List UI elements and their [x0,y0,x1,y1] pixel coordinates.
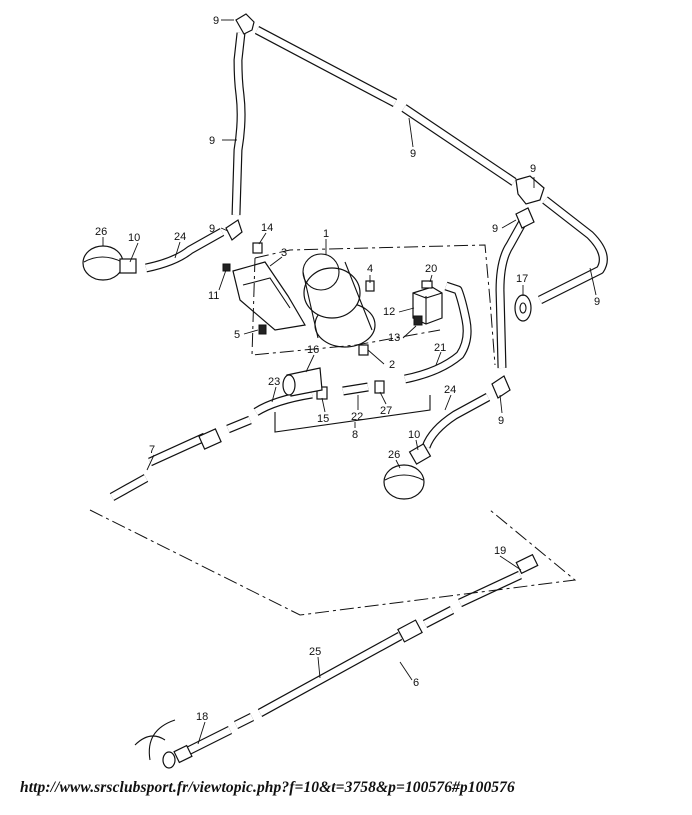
callout-9-left: 9 [209,135,215,147]
callout-10-right: 10 [408,429,420,441]
reservoir-left [82,245,137,281]
callout-2: 2 [389,359,395,371]
callout-26-left: 26 [95,226,107,238]
callout-19: 19 [494,545,506,557]
callout-14: 14 [261,222,273,234]
callout-27: 27 [380,405,392,417]
callout-10-left: 10 [128,232,140,244]
valve-block [412,280,443,326]
reservoir-right [383,443,432,500]
hose-network [109,26,608,757]
callout-3: 3 [281,247,287,259]
callout-18: 18 [196,711,208,723]
callout-7: 7 [149,444,155,456]
callout-17: 17 [516,273,528,285]
callout-16: 16 [307,344,319,356]
callout-24-right: 24 [444,384,456,396]
bracket-and-tank [222,242,376,356]
callout-4: 4 [367,263,373,275]
callout-8: 8 [352,429,358,441]
source-url-caption: http://www.srsclubsport.fr/viewtopic.php… [20,779,515,796]
callout-25: 25 [309,646,321,658]
callout-12: 12 [383,306,395,318]
callout-20: 20 [425,263,437,275]
callout-1: 1 [323,228,329,240]
callout-9-right: 9 [492,223,498,235]
callout-23: 23 [268,376,280,388]
pump-18 [134,719,176,769]
callout-11: 11 [208,290,219,302]
callout-9-mid: 9 [410,148,416,160]
callout-9-elbow: 9 [209,223,215,235]
callout-9-top: 9 [213,15,219,27]
callout-5: 5 [234,329,240,341]
callout-6: 6 [413,677,419,689]
cap-16 [282,367,323,397]
callout-9-bottom: 9 [498,415,504,427]
grommet-17 [514,294,532,322]
callout-21: 21 [434,342,446,354]
callout-13: 13 [388,332,400,344]
callout-15: 15 [317,413,329,425]
callout-9-tee: 9 [530,163,536,175]
callout-labels: 9 9 9 9 9 9 9 9 26 10 24 14 3 1 4 11 5 2… [95,15,600,723]
callout-24-left: 24 [174,231,186,243]
fittings [173,13,545,764]
callout-26-right: 26 [388,449,400,461]
group-outlines [89,244,577,616]
callout-22: 22 [351,411,363,423]
leader-lines [102,19,597,745]
callout-9-loop: 9 [594,296,600,308]
